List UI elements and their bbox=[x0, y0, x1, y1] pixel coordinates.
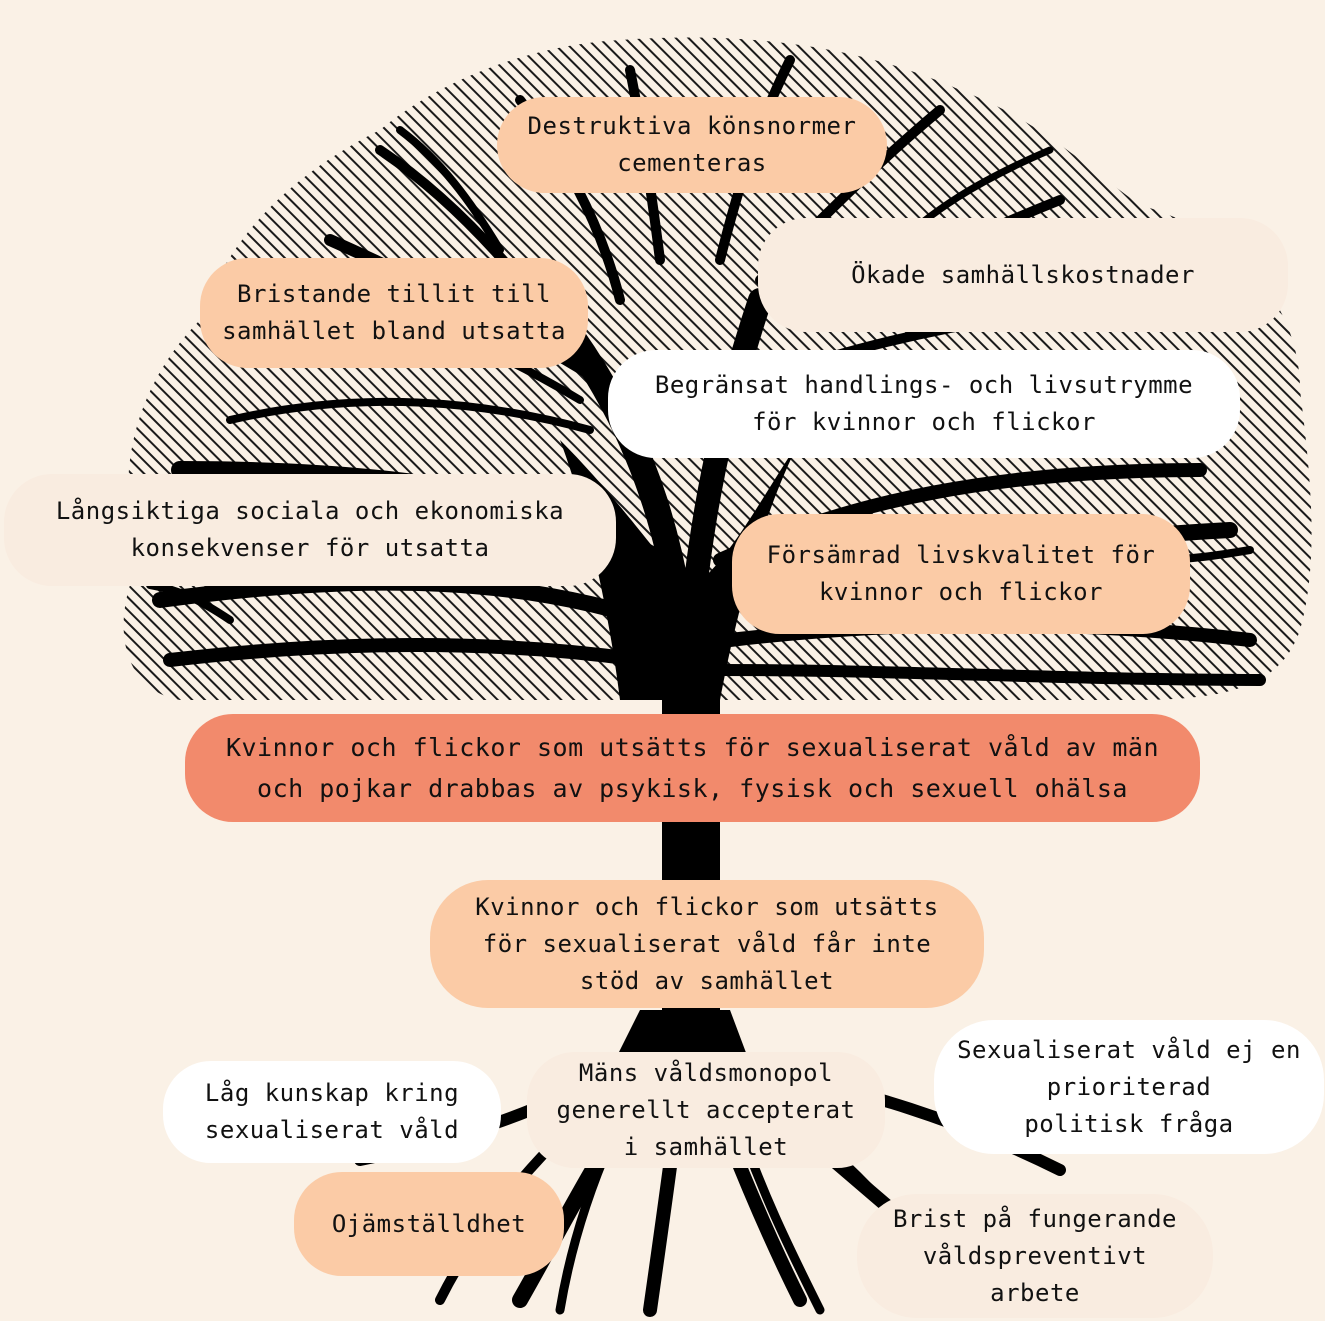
effect-limited-freedom: Begränsat handlings- och livsutrymme för… bbox=[608, 350, 1240, 458]
cause-lack-of-support: Kvinnor och flickor som utsätts för sexu… bbox=[430, 880, 984, 1008]
cause-not-political-priority: Sexualiserat våld ej en prioriterad poli… bbox=[934, 1020, 1324, 1154]
effect-destructive-gender-norms: Destruktiva könsnormer cementeras bbox=[497, 97, 887, 193]
cause-low-knowledge: Låg kunskap kring sexualiserat våld bbox=[163, 1061, 501, 1163]
core-problem: Kvinnor och flickor som utsätts för sexu… bbox=[185, 714, 1200, 822]
effect-long-term-consequences: Långsiktiga sociala och ekonomiska konse… bbox=[4, 474, 616, 586]
effect-worse-quality-of-life: Försämrad livskvalitet för kvinnor och f… bbox=[732, 514, 1190, 634]
cause-lack-of-prevention-work: Brist på fungerande våldspreventivt arbe… bbox=[857, 1194, 1213, 1318]
cause-inequality: Ojämställdhet bbox=[294, 1172, 564, 1276]
cause-male-violence-monopoly: Mäns våldsmonopol generellt accepterat i… bbox=[527, 1052, 885, 1168]
effect-increased-societal-costs: Ökade samhällskostnader bbox=[758, 218, 1288, 332]
effect-lack-of-trust: Bristande tillit till samhället bland ut… bbox=[200, 258, 588, 368]
